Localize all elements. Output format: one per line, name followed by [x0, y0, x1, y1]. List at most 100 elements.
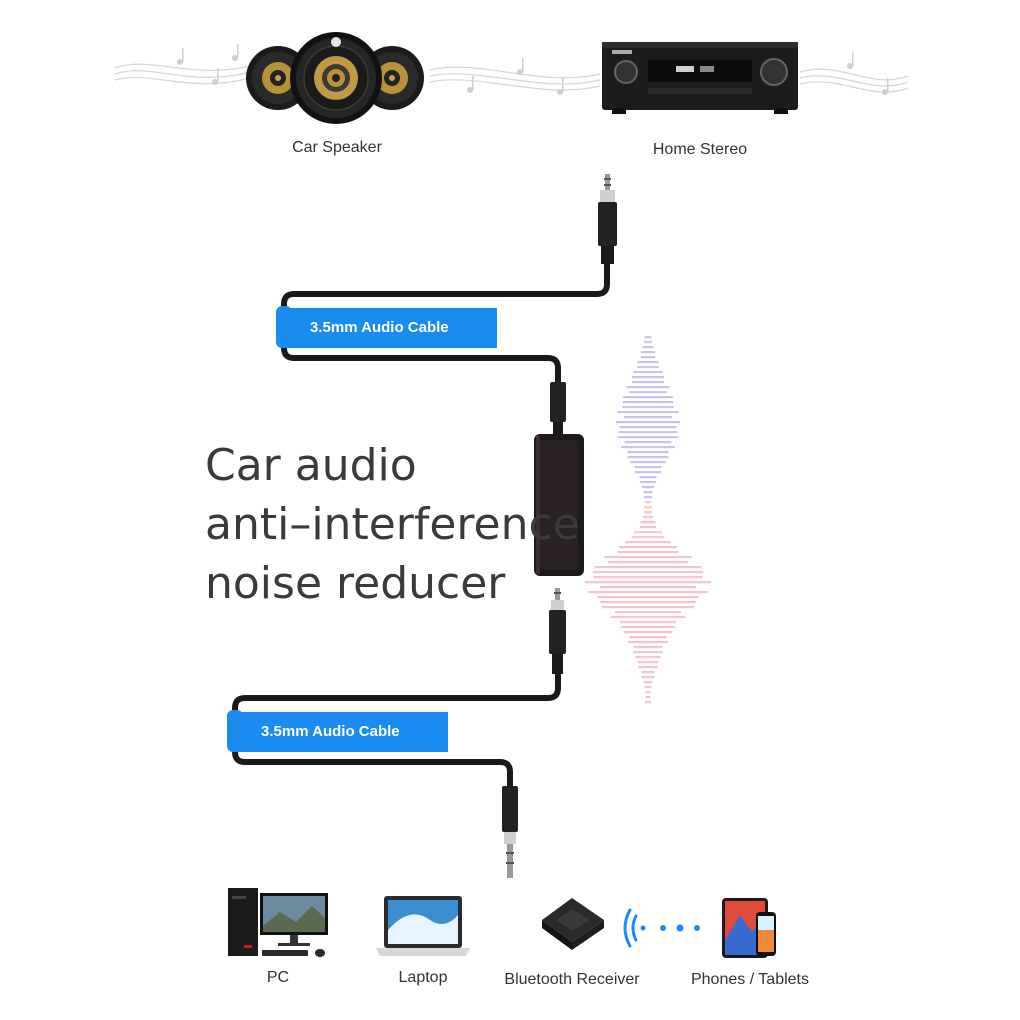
sound-wave-bar [617, 436, 679, 439]
audio-jack-plug-middle [549, 588, 566, 674]
music-notes-mid [467, 58, 564, 95]
sound-wave-bar [639, 476, 657, 479]
sound-wave-bar [622, 406, 674, 409]
sound-wave-bar [622, 401, 674, 404]
home-stereo-label: Home Stereo [652, 141, 748, 158]
sound-wave-bar [634, 471, 662, 474]
sound-wave-bar [641, 671, 655, 674]
sound-wave-bar [624, 416, 672, 419]
sound-wave-bar [641, 676, 655, 679]
pc-label: PC [266, 969, 290, 986]
sound-wave-bar [633, 646, 663, 649]
sound-wave-bar [610, 616, 686, 619]
sound-wave-bar [630, 461, 666, 464]
music-notes-right [847, 52, 889, 95]
sound-wave-graphic [584, 336, 712, 704]
audio-jack-connector-upper [550, 382, 566, 436]
sound-wave-bar [600, 586, 696, 589]
sound-wave-bar [639, 481, 657, 484]
sound-wave-bar [626, 386, 670, 389]
phone-tablet-icon [722, 898, 776, 958]
sound-wave-bar [639, 526, 657, 529]
music-wave-decoration-mid [429, 66, 601, 91]
cable-tag-upper: 3.5mm Audio Cable [284, 308, 497, 348]
sound-wave-bar [615, 421, 681, 424]
phones-tablets-label: Phones / Tablets [690, 971, 809, 988]
sound-wave-bar [592, 571, 704, 574]
audio-jack-plug-bottom [502, 786, 518, 878]
sound-wave-bar [634, 466, 662, 469]
sound-wave-bar [644, 511, 652, 514]
sound-wave-bar [644, 686, 652, 689]
sound-wave-bar [627, 451, 669, 454]
sound-wave-bar [640, 356, 656, 359]
home-stereo-icon [602, 42, 798, 114]
sound-wave-bar [619, 546, 677, 549]
sound-wave-bar [604, 556, 692, 559]
sound-wave-bar [643, 491, 653, 494]
sound-wave-bar [618, 431, 678, 434]
car-speaker-icon [246, 32, 424, 124]
sound-wave-bar [631, 381, 665, 384]
laptop-icon [376, 896, 470, 956]
sound-wave-bar [644, 506, 652, 509]
sound-wave-bar [632, 536, 664, 539]
wireless-signal-icon [623, 908, 646, 948]
sound-wave-bar [623, 631, 673, 634]
sound-wave-bar [637, 366, 659, 369]
bluetooth-receiver-label: Bluetooth Receiver [504, 971, 640, 988]
sound-wave-bar [644, 336, 652, 339]
cable-tag-label: 3.5mm Audio Cable [261, 723, 400, 740]
sound-wave-bar [635, 656, 661, 659]
signal-dots [660, 924, 700, 932]
sound-wave-bar [600, 601, 696, 604]
headline: Car audio anti–interference noise reduce… [205, 436, 580, 613]
headline-line-1: Car audio [205, 440, 417, 491]
sound-wave-bar [637, 361, 659, 364]
music-wave-decoration-left [114, 63, 251, 85]
sound-wave-bar [643, 496, 653, 499]
sound-wave-bar [629, 391, 667, 394]
sound-wave-bar [594, 566, 702, 569]
sound-wave-bar [623, 396, 673, 399]
music-notes-left [177, 44, 239, 85]
sound-wave-bar [631, 376, 665, 379]
audio-jack-plug-top [598, 174, 617, 264]
sound-wave-bar [614, 611, 682, 614]
sound-wave-bar [601, 606, 695, 609]
sound-wave-bar [624, 441, 672, 444]
music-wave-decoration-right [799, 68, 909, 93]
sound-wave-bar [637, 661, 659, 664]
sound-wave-bar [627, 456, 669, 459]
sound-wave-bar [642, 346, 654, 349]
headline-line-3: noise reducer [205, 558, 506, 609]
sound-wave-bar [645, 696, 651, 699]
cable-tag-label: 3.5mm Audio Cable [310, 319, 449, 336]
sound-wave-bar [643, 681, 653, 684]
noise-reducer-box [534, 434, 584, 576]
sound-wave-bar [640, 521, 656, 524]
bluetooth-receiver-icon [542, 898, 604, 950]
sound-wave-bar [633, 371, 663, 374]
sound-wave-bar [619, 621, 677, 624]
cable-tag-lower: 3.5mm Audio Cable [235, 712, 448, 752]
sound-wave-bar [645, 691, 651, 694]
laptop-label: Laptop [398, 969, 448, 986]
sound-wave-bar [617, 411, 679, 414]
sound-wave-bar [633, 531, 663, 534]
sound-wave-bar [632, 651, 664, 654]
sound-wave-bar [629, 636, 667, 639]
sound-wave-bar [584, 581, 712, 584]
car-speaker-label: Car Speaker [292, 139, 382, 156]
sound-wave-bar [619, 426, 677, 429]
sound-wave-bar [642, 516, 654, 519]
sound-wave-bar [641, 486, 655, 489]
sound-wave-bar [620, 626, 676, 629]
sound-wave-bar [645, 701, 651, 704]
sound-wave-bar [620, 446, 676, 449]
sound-wave-bar [638, 666, 658, 669]
sound-wave-bar [640, 351, 656, 354]
sound-wave-bar [644, 341, 652, 344]
sound-wave-bar [625, 541, 671, 544]
